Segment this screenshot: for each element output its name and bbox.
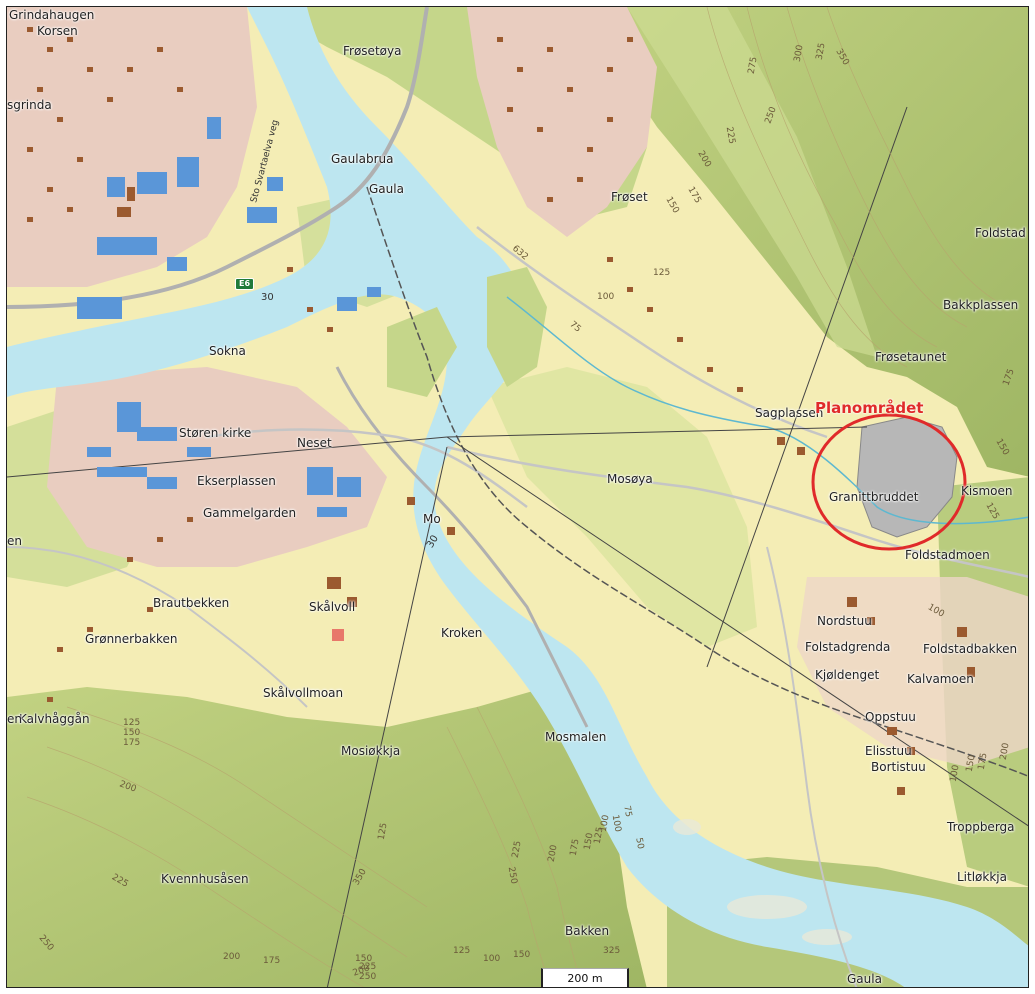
- place-label-kjoldenget: Kjøldenget: [815, 668, 880, 682]
- settlement-foldstad: [797, 577, 1028, 767]
- scale-bar-label: 200 m: [567, 972, 603, 985]
- forest-hill-southwest: [7, 687, 647, 987]
- contour-label: 250: [359, 972, 377, 982]
- red-building-skalvoll: [332, 629, 344, 641]
- road-number: 30: [261, 292, 274, 303]
- road-e6: [7, 7, 429, 309]
- power-line: [446, 426, 868, 438]
- place-label-storen-kirke: Støren kirke: [179, 426, 252, 440]
- place-label-gaula-north: Gaula: [369, 182, 404, 196]
- place-label-foldstad: Foldstad: [975, 226, 1026, 240]
- place-label-mo: Mo: [423, 512, 441, 526]
- power-line: [706, 106, 908, 668]
- power-line: [446, 436, 1028, 827]
- place-label-litlokkja: Litløkkja: [957, 870, 1007, 884]
- place-label-mosoya: Mosøya: [607, 472, 653, 486]
- contour-label: 225: [723, 126, 737, 145]
- power-line: [326, 446, 448, 987]
- contour-label: 125: [453, 946, 471, 956]
- place-label-skalvoll: Skålvoll: [309, 600, 356, 614]
- sandbar: [673, 819, 701, 835]
- place-label-en-southwest: en: [7, 712, 22, 726]
- planning-area-circle[interactable]: [811, 413, 967, 551]
- contour-label: 175: [263, 956, 281, 966]
- place-label-kroken: Kroken: [441, 626, 483, 640]
- place-label-granittbruddet: Granittbruddet: [829, 490, 919, 504]
- road-main: [206, 428, 528, 509]
- settlement-froset: [467, 7, 657, 237]
- island-frosetoya: [487, 267, 547, 387]
- road-west: [7, 546, 308, 708]
- place-label-gammelgarden: Gammelgarden: [203, 506, 297, 520]
- place-label-kalvhaggan: Kalvhåggån: [19, 712, 90, 726]
- contour-label: 200: [223, 952, 241, 962]
- settlement-northwest: [7, 7, 257, 287]
- contour-label: 175: [123, 738, 141, 748]
- place-label-kvennhusasen: Kvennhusåsen: [161, 872, 249, 886]
- sandbar: [727, 895, 807, 919]
- place-label-oppstuu: Oppstuu: [865, 710, 916, 724]
- place-label-korsen: Korsen: [37, 24, 78, 38]
- place-label-sokna: Sokna: [209, 344, 246, 358]
- place-label-frosetaunet: Frøsetaunet: [875, 350, 947, 364]
- place-label-troppberga: Troppberga: [947, 820, 1015, 834]
- place-label-gaulabrua: Gaulabrua: [331, 152, 394, 166]
- place-label-bakkplassen: Bakkplassen: [943, 298, 1019, 312]
- road-east: [446, 445, 1028, 578]
- contour-label: 150: [123, 728, 141, 738]
- map-canvas[interactable]: [7, 7, 1029, 988]
- place-label-elisstuu: Elisstuu: [865, 744, 912, 758]
- sandbar: [802, 929, 852, 945]
- place-label-folstadgrenda: Folstadgrenda: [805, 640, 891, 654]
- place-label-nordstuu: Nordstuu: [817, 614, 872, 628]
- contour-label: 100: [483, 954, 501, 964]
- place-label-kismoen: Kismoen: [961, 484, 1013, 498]
- place-label-ekserplassen: Ekserplassen: [197, 474, 276, 488]
- place-label-gronnerbakken: Grønnerbakken: [85, 632, 178, 646]
- planning-area-label: Planområdet: [815, 399, 924, 417]
- contour-label: 75: [621, 804, 634, 818]
- place-label-froset: Frøset: [611, 190, 648, 204]
- place-label-neset: Neset: [297, 436, 332, 450]
- place-label-frosetoya: Frøsetøya: [343, 44, 402, 58]
- road-froset: [476, 226, 828, 439]
- place-label-en-west: en: [7, 534, 22, 548]
- place-label-mosiokkja: Mosiøkkja: [341, 744, 401, 758]
- road-badge-e6: E6: [235, 278, 255, 290]
- contour-label: 125: [653, 268, 671, 278]
- scale-bar: 200 m: [541, 968, 629, 987]
- contour-label: 325: [603, 946, 621, 956]
- contour-label: 125: [123, 718, 141, 728]
- contour-label: 250: [505, 866, 519, 885]
- topographic-map[interactable]: Grindahaugen Korsen sgrinda Frøsetøya Ga…: [6, 6, 1029, 988]
- place-label-foldstadmoen: Foldstadmoen: [905, 548, 990, 562]
- place-label-mosmalen: Mosmalen: [545, 730, 607, 744]
- place-label-bakken: Bakken: [565, 924, 610, 938]
- road-southeast: [766, 546, 858, 987]
- place-label-sagplassen: Sagplassen: [755, 406, 824, 420]
- forest-strip-northeast: [627, 7, 877, 357]
- forest-patch-mosoya: [487, 367, 757, 647]
- contour-label: 100: [597, 292, 615, 302]
- contour-label: 150: [513, 950, 531, 960]
- contour-lines: [26, 7, 1008, 987]
- industrial-buildings: [77, 117, 381, 517]
- place-label-kalvamoen: Kalvamoen: [907, 672, 974, 686]
- contour-label: 100: [609, 814, 623, 833]
- contour-label: 225: [359, 962, 377, 972]
- contour-label: 150: [355, 954, 373, 964]
- place-label-grindahaugen: Grindahaugen: [9, 8, 95, 22]
- contour-label: 50: [633, 836, 646, 850]
- stream: [506, 296, 1028, 525]
- place-label-bortistuu: Bortistuu: [871, 760, 926, 774]
- place-label-skalvollmoan: Skålvollmoan: [263, 686, 344, 700]
- place-label-gaula-south: Gaula: [847, 972, 882, 986]
- residential-buildings: [27, 27, 975, 795]
- place-label-foldstadbakken: Foldstadbakken: [923, 642, 1018, 656]
- place-label-brautbekken: Brautbekken: [153, 596, 230, 610]
- place-label-sgrinda: sgrinda: [7, 98, 52, 112]
- island-sokna: [387, 307, 457, 397]
- road-e6-south: [335, 366, 589, 728]
- power-line: [7, 436, 448, 478]
